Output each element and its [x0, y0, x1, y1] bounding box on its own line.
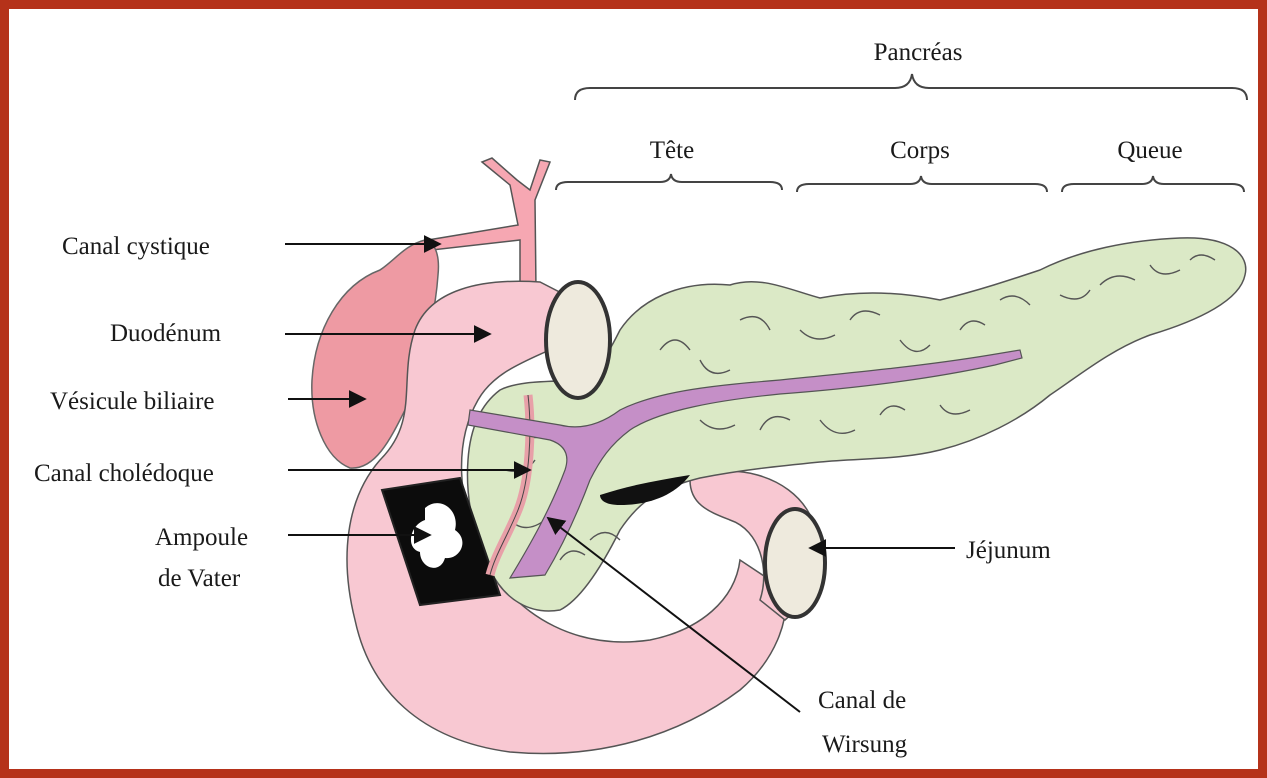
label-pancreas: Pancréas	[874, 39, 963, 66]
label-queue: Queue	[1117, 137, 1182, 164]
pancreas-brace	[575, 74, 1247, 100]
label-duodenum: Duodénum	[110, 320, 222, 347]
label-wirsung-line2: Wirsung	[822, 731, 908, 758]
label-canal-cystique: Canal cystique	[62, 233, 210, 260]
queue-brace	[1062, 176, 1244, 192]
label-wirsung-line1: Canal de	[818, 687, 906, 714]
label-canal-choledoque: Canal cholédoque	[34, 460, 214, 487]
duodenum-cut-opening	[546, 282, 610, 398]
label-corps: Corps	[890, 137, 950, 164]
label-jejunum: Jéjunum	[966, 537, 1051, 564]
tete-brace	[556, 174, 782, 190]
label-ampoule-line1: Ampoule	[155, 524, 248, 551]
label-vesicule-biliaire: Vésicule biliaire	[50, 388, 215, 415]
label-tete: Tête	[650, 137, 694, 164]
jejunum-cut-opening	[765, 509, 825, 617]
corps-brace	[797, 176, 1047, 192]
hepatic-duct	[428, 158, 550, 290]
label-ampoule-line2: de Vater	[158, 565, 241, 592]
